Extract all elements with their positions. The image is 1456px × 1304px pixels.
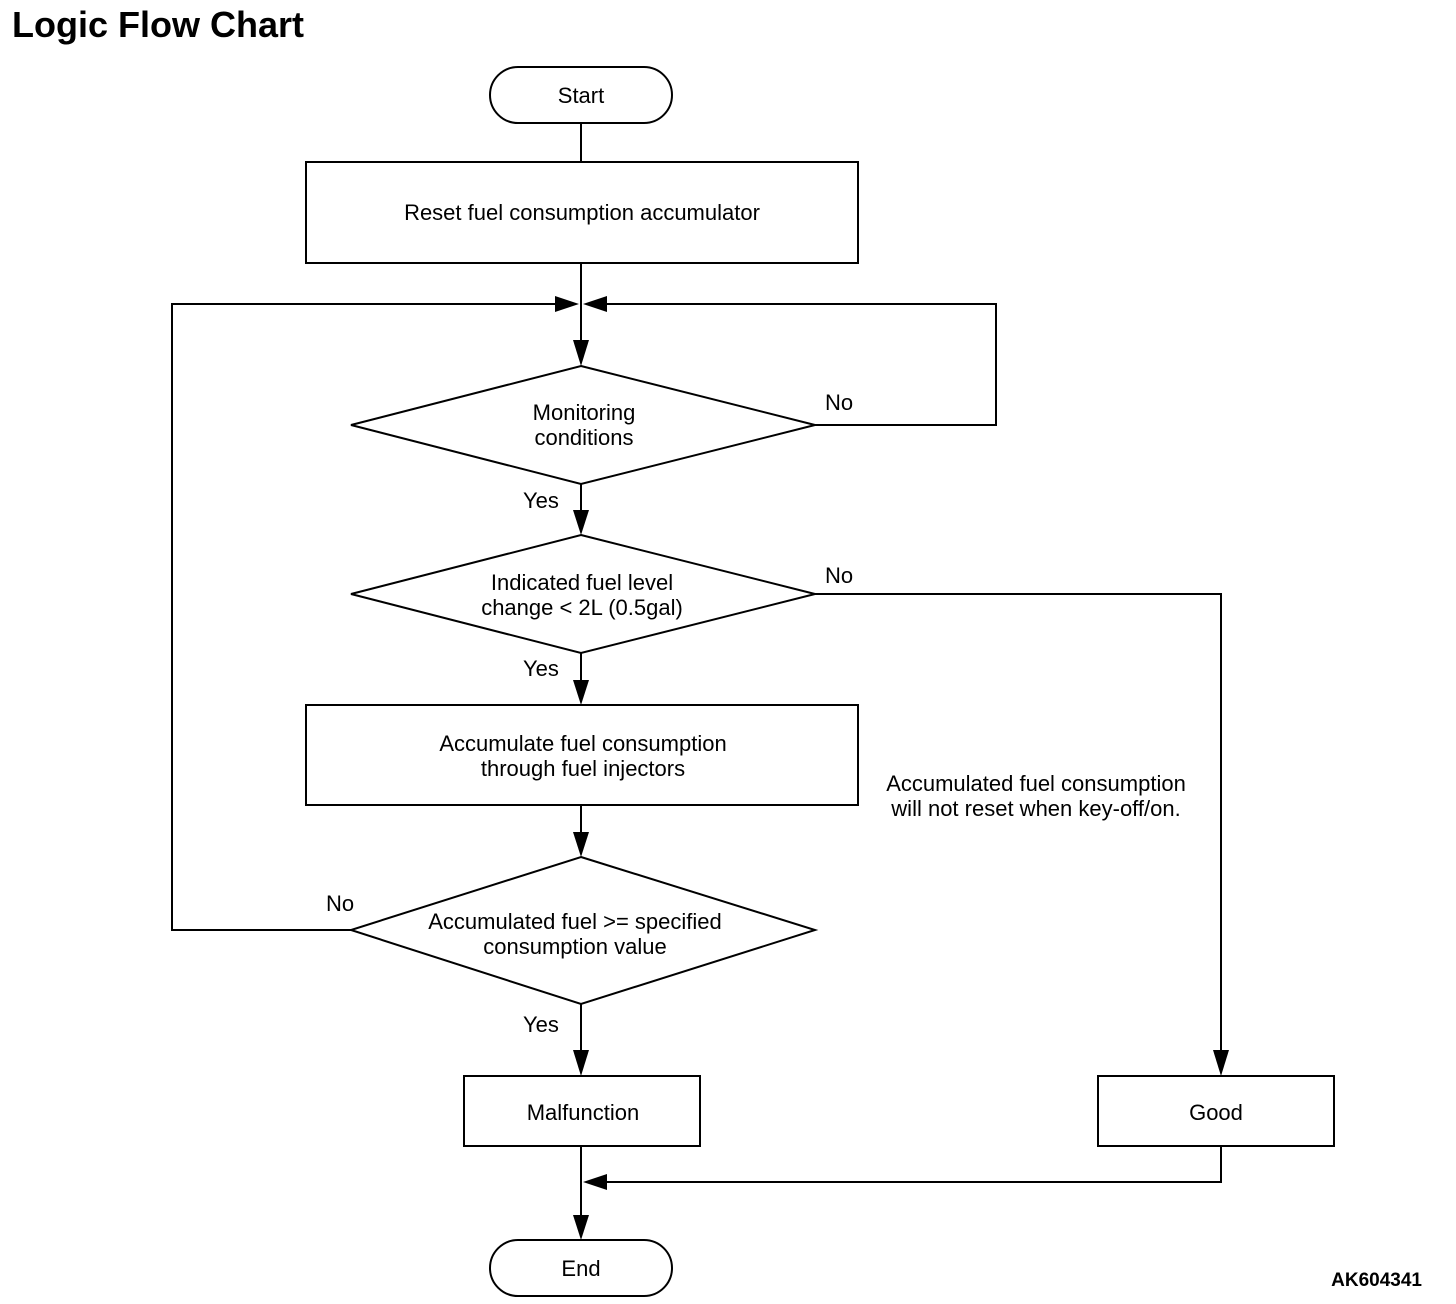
- monitoring-label-line2: conditions: [534, 425, 633, 450]
- fuel-level-label-line2: change < 2L (0.5gal): [481, 595, 683, 620]
- arrow-into-monitoring: [573, 340, 589, 366]
- figure-id: AK604341: [1331, 1270, 1422, 1291]
- connector-good-merge: [605, 1146, 1222, 1183]
- loop-right-monitoring-no: [600, 303, 997, 426]
- good-label: Good: [1189, 1100, 1243, 1125]
- fuel-level-yes-label: Yes: [523, 656, 559, 681]
- arrow-good-merge: [583, 1174, 607, 1190]
- note-line1: Accumulated fuel consumption: [886, 771, 1186, 796]
- monitoring-no-label: No: [825, 390, 853, 415]
- monitoring-yes-label: Yes: [523, 488, 559, 513]
- connector-fuel-level-good: [815, 593, 1222, 1050]
- accumulated-check-label-line1: Accumulated fuel >= specified: [428, 909, 722, 934]
- end-label: End: [561, 1256, 600, 1281]
- fuel-level-label-line1: Indicated fuel level: [491, 570, 673, 595]
- accumulated-check-label-line2: consumption value: [483, 934, 666, 959]
- accumulate-label-line2: through fuel injectors: [481, 756, 685, 781]
- accumulate-label-line1: Accumulate fuel consumption: [439, 731, 726, 756]
- start-label: Start: [558, 83, 604, 108]
- reset-label: Reset fuel consumption accumulator: [404, 200, 760, 225]
- accumulated-yes-label: Yes: [523, 1012, 559, 1037]
- malfunction-box: [463, 1075, 701, 1147]
- arrow-loop-right: [583, 296, 607, 312]
- fuel-level-no-label: No: [825, 563, 853, 588]
- arrow-into-malfunction: [573, 1050, 589, 1076]
- good-box: [1097, 1075, 1335, 1147]
- arrow-into-accumulate: [573, 680, 589, 705]
- monitoring-label-line1: Monitoring: [533, 400, 636, 425]
- arrow-loop-left: [555, 296, 579, 312]
- accumulated-no-label: No: [326, 891, 354, 916]
- arrow-into-fuel-level: [573, 510, 589, 535]
- end-terminal: [489, 1239, 673, 1297]
- arrow-into-good: [1213, 1050, 1229, 1076]
- page-title: Logic Flow Chart: [12, 4, 304, 45]
- arrow-into-accumulated-check: [573, 832, 589, 857]
- malfunction-label: Malfunction: [527, 1100, 640, 1125]
- arrow-into-end: [573, 1215, 589, 1240]
- note-line2: will not reset when key-off/on.: [890, 796, 1180, 821]
- loop-left-accumulated-no: [171, 303, 562, 931]
